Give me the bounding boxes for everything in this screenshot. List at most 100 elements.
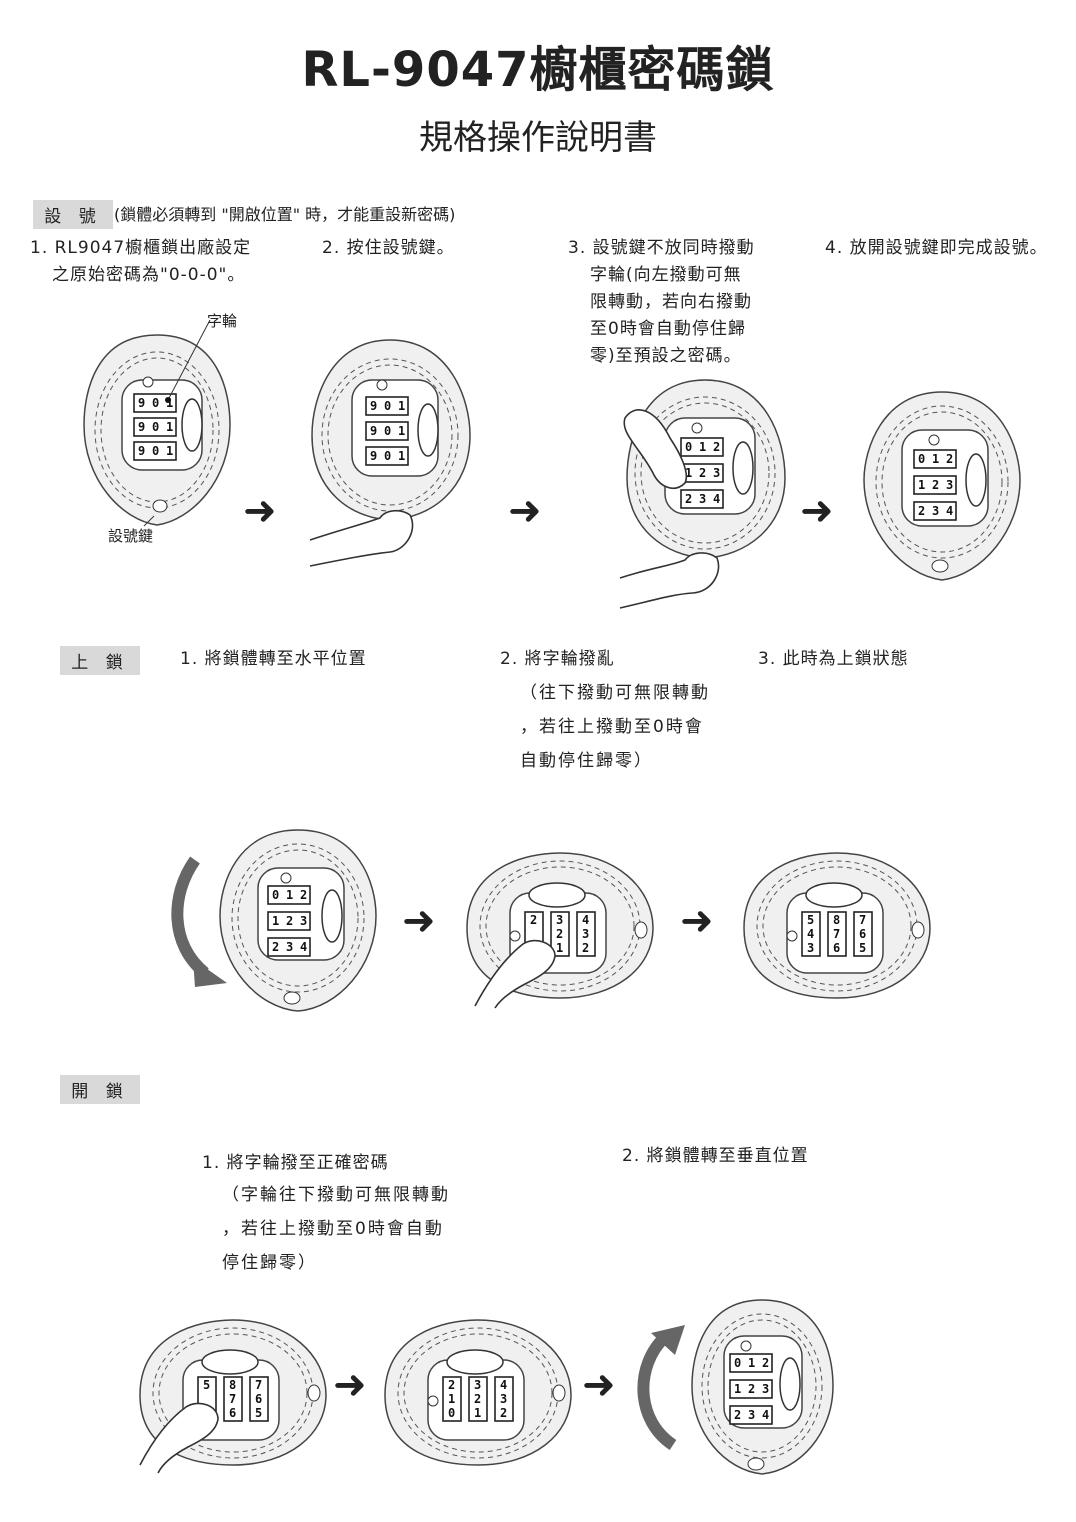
svg-text:2: 2 bbox=[286, 914, 293, 928]
label-wheel: 字輪 bbox=[207, 312, 238, 330]
finger-icon bbox=[139, 1402, 219, 1474]
svg-text:5: 5 bbox=[203, 1378, 210, 1392]
svg-text:2: 2 bbox=[474, 1392, 481, 1406]
svg-text:0: 0 bbox=[734, 1356, 741, 1370]
svg-text:1: 1 bbox=[699, 440, 706, 454]
svg-text:1: 1 bbox=[918, 478, 925, 492]
unlock-step-1-detail: （字輪往下撥動可無限轉動 ，若往上撥動至0時會自動 停住歸零） bbox=[222, 1185, 450, 1273]
arrow-icon: ➜ bbox=[582, 1362, 616, 1408]
rotate-arrow-icon bbox=[637, 1325, 685, 1451]
arrow-icon: ➜ bbox=[333, 1362, 367, 1408]
svg-text:2: 2 bbox=[748, 1382, 755, 1396]
svg-text:6: 6 bbox=[255, 1392, 262, 1406]
svg-text:2: 2 bbox=[946, 452, 953, 466]
svg-text:3: 3 bbox=[300, 914, 307, 928]
svg-text:1: 1 bbox=[734, 1382, 741, 1396]
hand-icon bbox=[309, 509, 414, 567]
svg-text:7: 7 bbox=[255, 1378, 262, 1392]
lock-step-2: 2. 將字輪撥亂 bbox=[500, 649, 615, 669]
svg-text:0: 0 bbox=[384, 449, 391, 463]
svg-text:7: 7 bbox=[859, 913, 866, 927]
svg-text:0: 0 bbox=[272, 888, 279, 902]
svg-text:3: 3 bbox=[500, 1392, 507, 1406]
label-set-button: 設號鍵 bbox=[108, 527, 154, 545]
svg-text:2: 2 bbox=[713, 440, 720, 454]
lock-illustration-unlock-1: 5 876 765 bbox=[139, 1319, 327, 1474]
svg-text:2: 2 bbox=[500, 1406, 507, 1420]
setup-step-3: 3. 設號鍵不放同時撥動 字輪(向左撥動可無 限轉動，若向右撥動 至0時會自動停… bbox=[568, 238, 755, 366]
svg-text:6: 6 bbox=[229, 1406, 236, 1420]
svg-text:2: 2 bbox=[762, 1356, 769, 1370]
svg-text:0: 0 bbox=[152, 420, 159, 434]
svg-text:5: 5 bbox=[255, 1406, 262, 1420]
lock-illustration-setup-1: 9 0 1 9 0 1 9 0 1 bbox=[83, 319, 231, 527]
lock-step-3: 3. 此時為上鎖狀態 bbox=[758, 649, 909, 669]
svg-text:6: 6 bbox=[833, 941, 840, 955]
svg-text:1: 1 bbox=[398, 424, 405, 438]
svg-text:1: 1 bbox=[166, 420, 173, 434]
lock-step-2-detail: （往下撥動可無限轉動 ，若往上撥動至0時會 自動停住歸零） bbox=[520, 683, 710, 771]
svg-text:2: 2 bbox=[734, 1408, 741, 1422]
svg-text:5: 5 bbox=[807, 913, 814, 927]
svg-text:0: 0 bbox=[918, 452, 925, 466]
svg-text:2: 2 bbox=[448, 1378, 455, 1392]
arrow-icon: ➜ bbox=[402, 898, 436, 944]
svg-text:3: 3 bbox=[748, 1408, 755, 1422]
svg-text:0: 0 bbox=[448, 1406, 455, 1420]
svg-text:1: 1 bbox=[398, 449, 405, 463]
lock-illustration-lock-3: 543 876 765 bbox=[743, 852, 931, 999]
svg-text:1: 1 bbox=[286, 888, 293, 902]
section-tag-setup: 設 號 bbox=[33, 200, 113, 229]
hand-icon bbox=[619, 552, 720, 609]
svg-text:1: 1 bbox=[398, 399, 405, 413]
svg-text:3: 3 bbox=[762, 1382, 769, 1396]
svg-text:0: 0 bbox=[152, 396, 159, 410]
svg-text:2: 2 bbox=[699, 466, 706, 480]
svg-text:2: 2 bbox=[272, 940, 279, 954]
svg-text:9: 9 bbox=[370, 424, 377, 438]
svg-text:4: 4 bbox=[807, 927, 814, 941]
svg-text:0: 0 bbox=[152, 444, 159, 458]
svg-text:2: 2 bbox=[685, 492, 692, 506]
svg-text:2: 2 bbox=[582, 941, 589, 955]
svg-text:4: 4 bbox=[500, 1378, 507, 1392]
section-tag-lock: 上 鎖 bbox=[60, 646, 140, 675]
rotate-arrow-icon bbox=[171, 856, 227, 987]
svg-text:9: 9 bbox=[138, 420, 145, 434]
lock-illustration-lock-2: 2 321 432 bbox=[466, 852, 654, 1009]
unlock-step-1: 1. 將字輪撥至正確密碼 bbox=[202, 1153, 389, 1173]
svg-text:1: 1 bbox=[474, 1406, 481, 1420]
svg-text:4: 4 bbox=[762, 1408, 769, 1422]
lock-step-1: 1. 將鎖體轉至水平位置 bbox=[180, 649, 367, 669]
setup-step-2: 2. 按住設號鍵。 bbox=[322, 238, 455, 258]
setup-step-4: 4. 放開設號鍵即完成設號。 bbox=[825, 238, 1048, 258]
svg-text:0: 0 bbox=[384, 424, 391, 438]
svg-text:1: 1 bbox=[932, 452, 939, 466]
svg-text:3: 3 bbox=[556, 913, 563, 927]
svg-text:2: 2 bbox=[556, 927, 563, 941]
svg-text:7: 7 bbox=[833, 927, 840, 941]
svg-text:8: 8 bbox=[229, 1378, 236, 1392]
svg-text:0: 0 bbox=[384, 399, 391, 413]
setup-step-1: 1. RL9047櫥櫃鎖出廠設定 之原始密碼為"0-0-0"。 bbox=[30, 238, 252, 285]
section-tag-unlock: 開 鎖 bbox=[60, 1075, 140, 1104]
svg-text:2: 2 bbox=[918, 504, 925, 518]
finger-icon bbox=[623, 409, 688, 489]
svg-text:9: 9 bbox=[138, 396, 145, 410]
svg-text:0: 0 bbox=[685, 440, 692, 454]
svg-text:8: 8 bbox=[833, 913, 840, 927]
arrow-icon: ➜ bbox=[508, 488, 542, 534]
page-subtitle: 規格操作說明書 bbox=[419, 118, 657, 158]
page-title: RL-9047櫥櫃密碼鎖 bbox=[301, 42, 775, 98]
svg-text:1: 1 bbox=[748, 1356, 755, 1370]
svg-text:3: 3 bbox=[807, 941, 814, 955]
unlock-step-2: 2. 將鎖體轉至垂直位置 bbox=[622, 1146, 809, 1166]
svg-text:4: 4 bbox=[300, 940, 307, 954]
svg-text:1: 1 bbox=[272, 914, 279, 928]
svg-text:1: 1 bbox=[448, 1392, 455, 1406]
svg-text:1: 1 bbox=[166, 396, 173, 410]
